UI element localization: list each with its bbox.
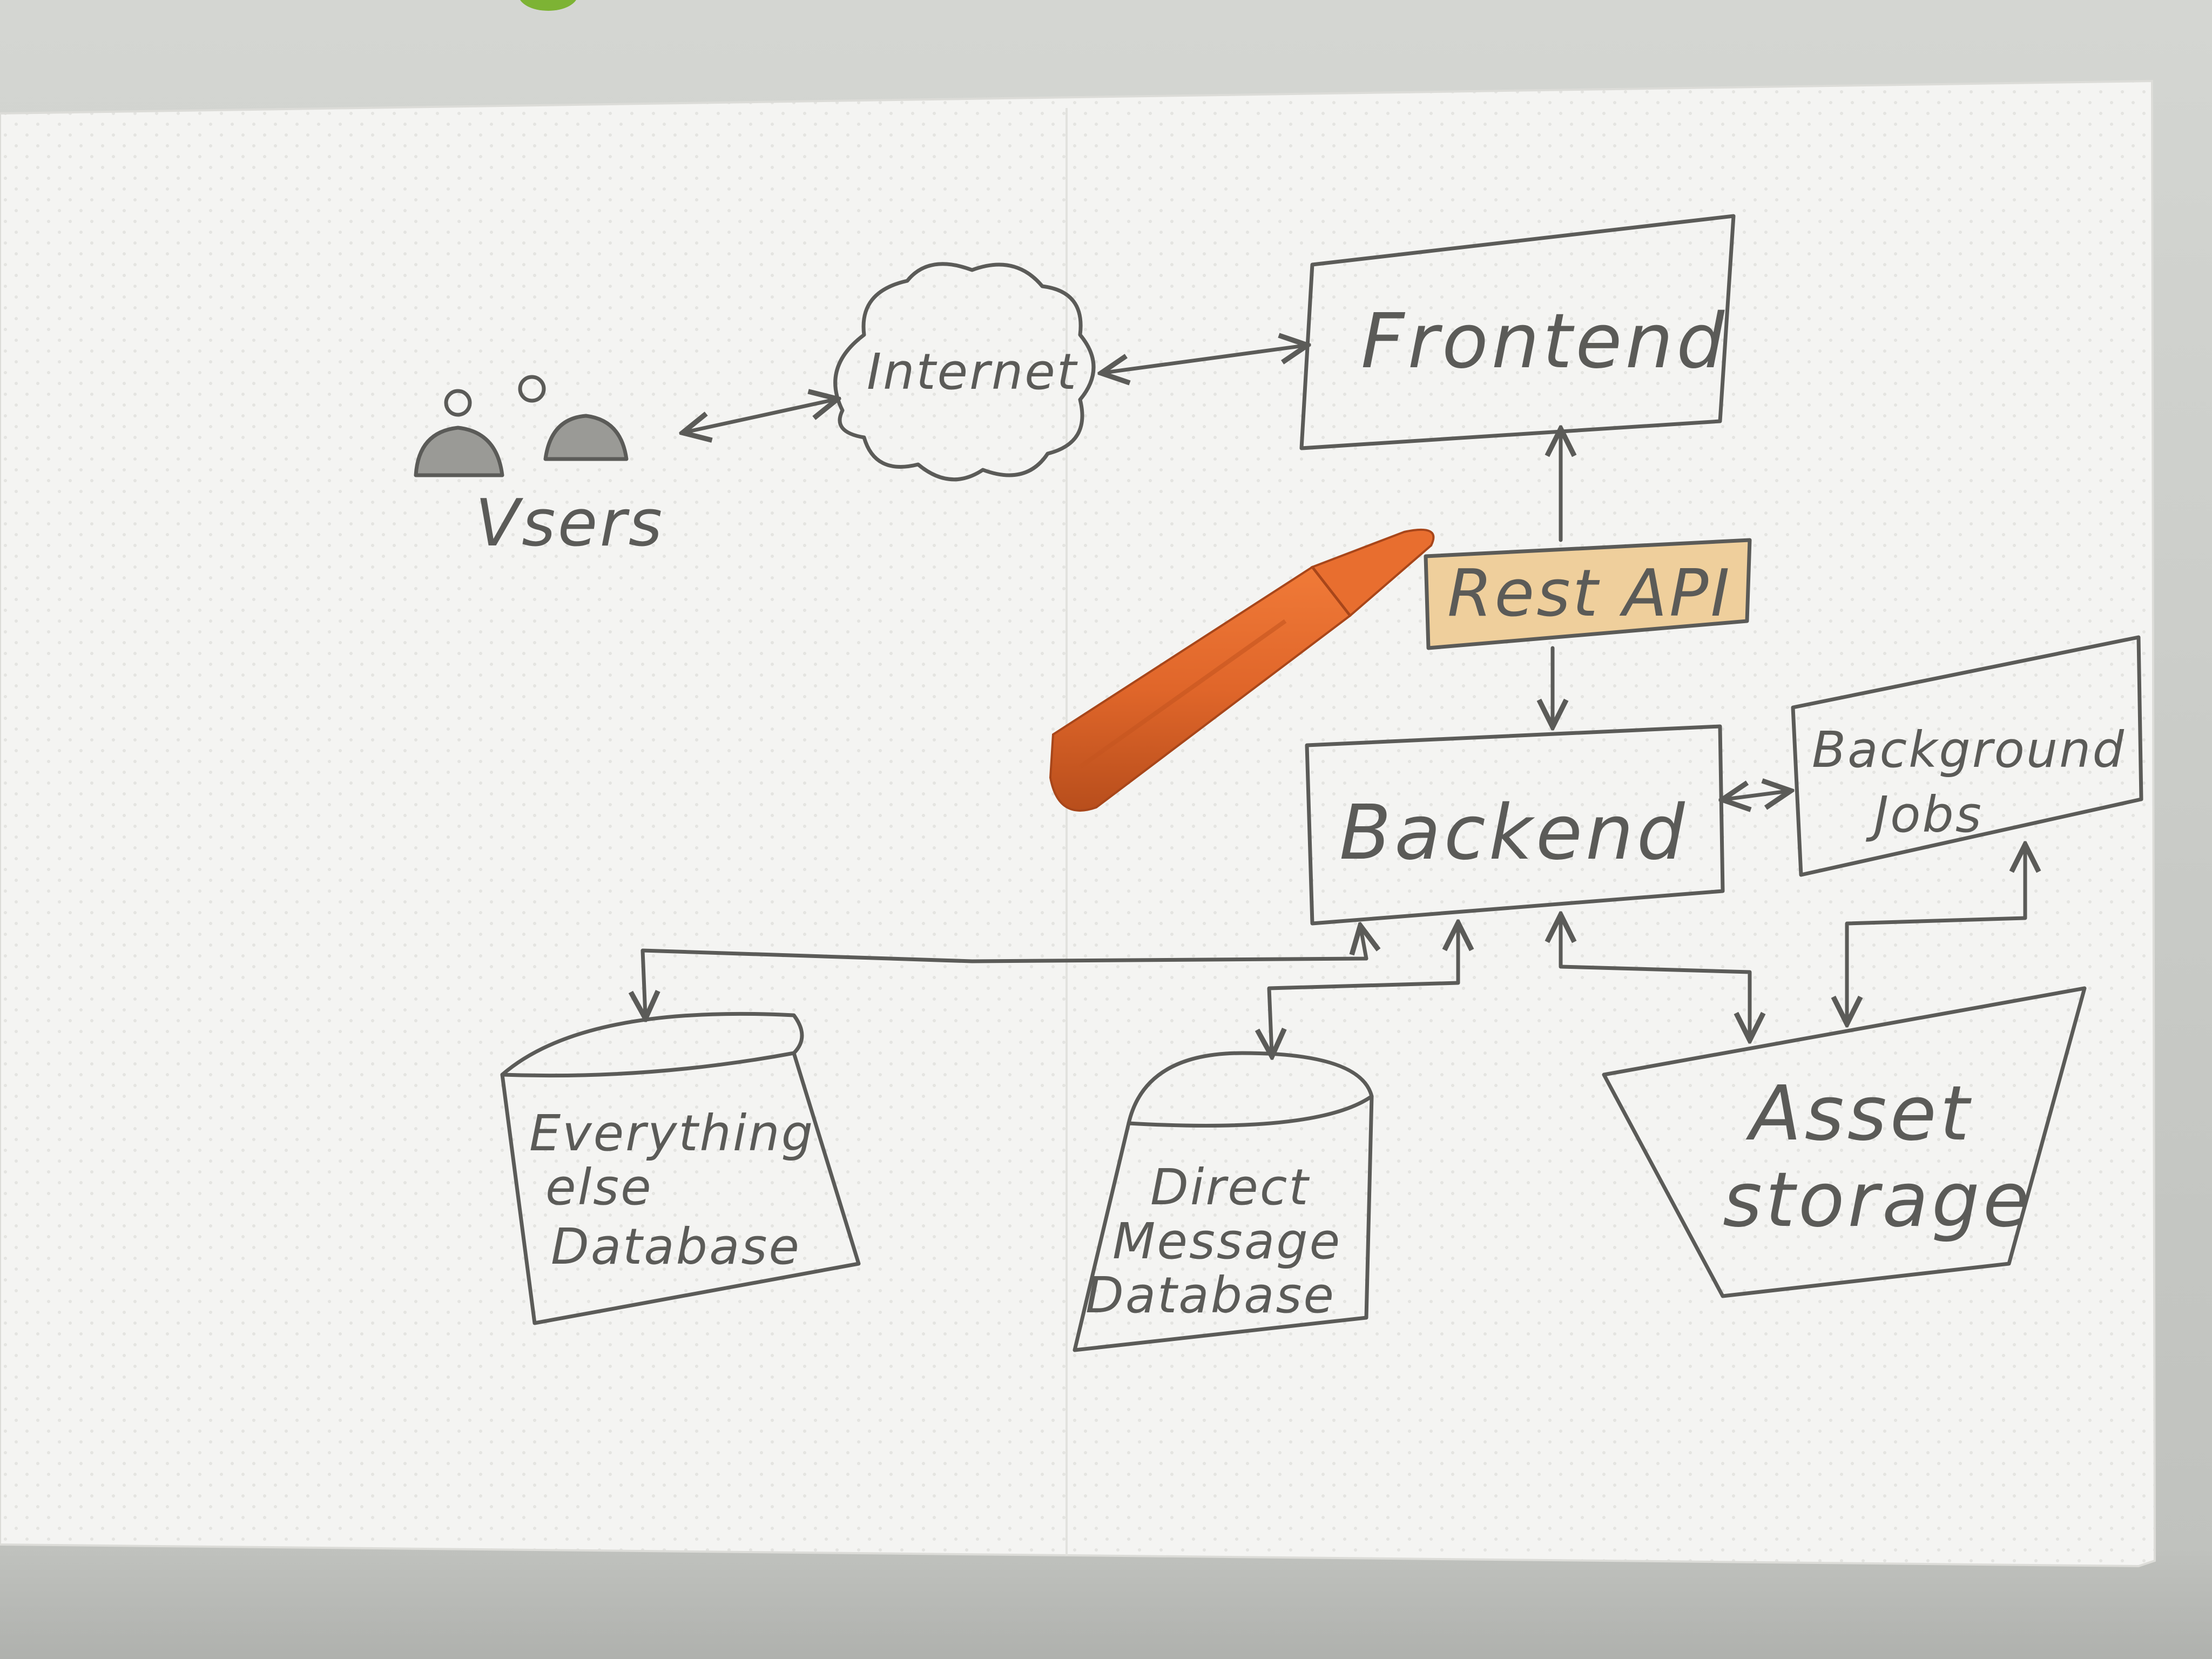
edge-background-jobs-asset-storage: [1847, 848, 2025, 1021]
leaf-decoration: [518, 0, 578, 11]
edge-internet-frontend: [1104, 346, 1304, 373]
direct-message-db-label-line1: Direct: [1150, 1158, 1310, 1216]
internet-cloud: [833, 262, 1096, 482]
edge-backend-asset-storage: [1561, 918, 1750, 1037]
internet-label: Internet: [867, 343, 1078, 401]
paper-sheet: [0, 79, 2156, 1568]
edge-backend-direct-message-db: [1269, 926, 1458, 1053]
everything-else-db-label-line3: Database: [551, 1218, 801, 1276]
backend-box: [1305, 724, 1725, 926]
direct-message-db-label-line2: Message: [1112, 1212, 1341, 1270]
background-jobs-label-line2: Jobs: [1865, 786, 1983, 844]
rest-api-label: Rest API: [1447, 556, 1732, 631]
asset-storage-label-line1: Asset: [1745, 1070, 1973, 1158]
frontend-box: [1299, 214, 1736, 450]
rest-api-box: [1424, 538, 1752, 650]
direct-message-db-label-line3: Database: [1085, 1266, 1336, 1324]
frontend-label: Frontend: [1361, 298, 1728, 386]
users-label: Vsers: [475, 486, 664, 561]
background-jobs-box: [1791, 635, 2143, 877]
edge-users-internet: [686, 400, 834, 432]
users-icon: [414, 375, 629, 477]
background-jobs-label-line1: Background: [1812, 721, 2126, 779]
asset-storage-label-line2: storage: [1723, 1156, 2033, 1244]
orange-crayon: [1049, 528, 1435, 812]
everything-else-db-label-line2: else: [545, 1158, 653, 1216]
backend-label: Backend: [1339, 789, 1688, 877]
direct-message-db-shape: [1073, 1051, 1374, 1352]
everything-else-db-label-line1: Everything: [529, 1104, 814, 1162]
everything-else-db-shape: [500, 1011, 861, 1325]
edge-backend-background-jobs: [1725, 791, 1788, 799]
